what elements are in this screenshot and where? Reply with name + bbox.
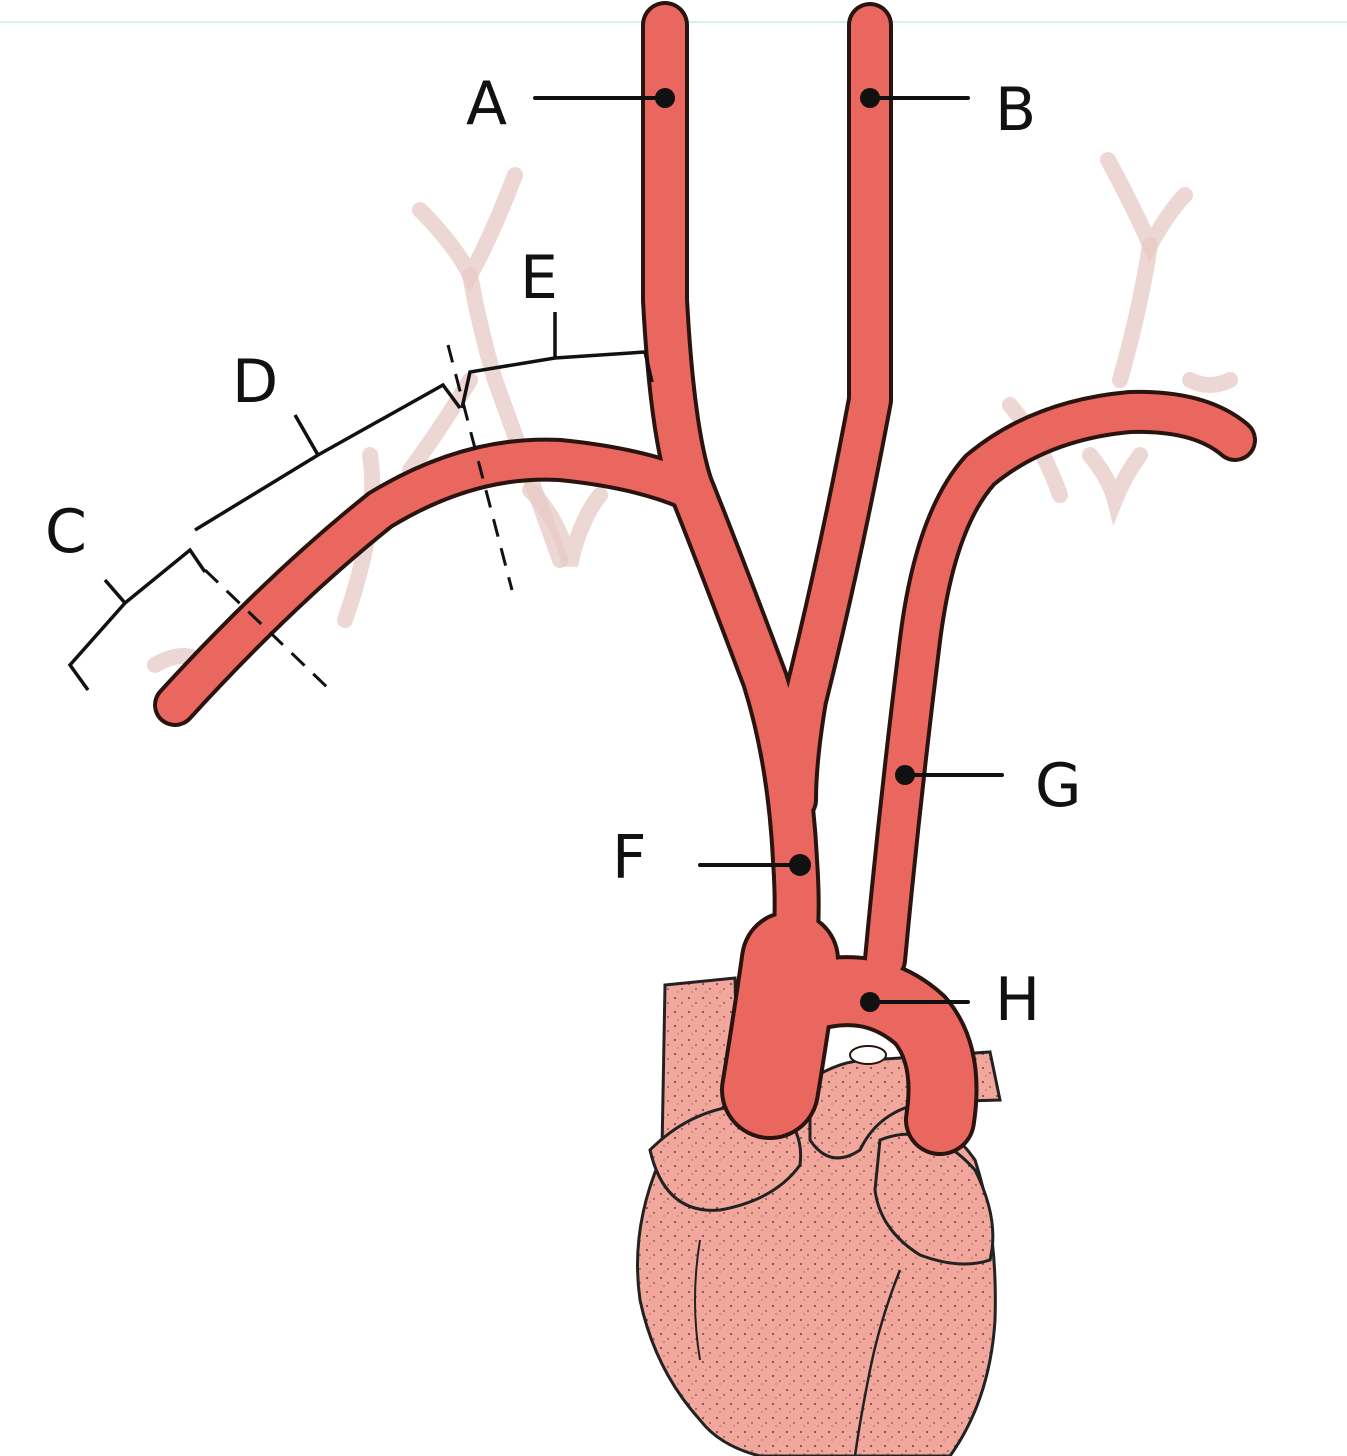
label-B: B (995, 75, 1036, 145)
label-G: G (1035, 751, 1082, 821)
leaders (533, 88, 1004, 1012)
brackets (67, 312, 654, 692)
aortic-arch-gap (849, 1045, 887, 1065)
heart (636, 976, 1002, 1456)
bracket-E (460, 312, 654, 409)
heart-groove-2 (694, 1239, 701, 1361)
dot-F (789, 854, 811, 876)
interventricular-groove (853, 1269, 902, 1456)
dot-B (860, 88, 880, 108)
division-lines (203, 344, 514, 692)
label-D: D (232, 347, 278, 417)
dot-H (860, 992, 880, 1012)
arteries (153, 1, 1257, 1156)
dot-A (655, 88, 675, 108)
label-C: C (45, 497, 87, 567)
bracket-C (67, 547, 207, 692)
label-H: H (995, 965, 1040, 1035)
label-E: E (520, 243, 558, 313)
bracket-D (194, 382, 462, 532)
label-F: F (612, 823, 647, 893)
label-A: A (466, 69, 507, 139)
labels: A B C D E F G H (45, 69, 1082, 1035)
dot-G (895, 765, 915, 785)
